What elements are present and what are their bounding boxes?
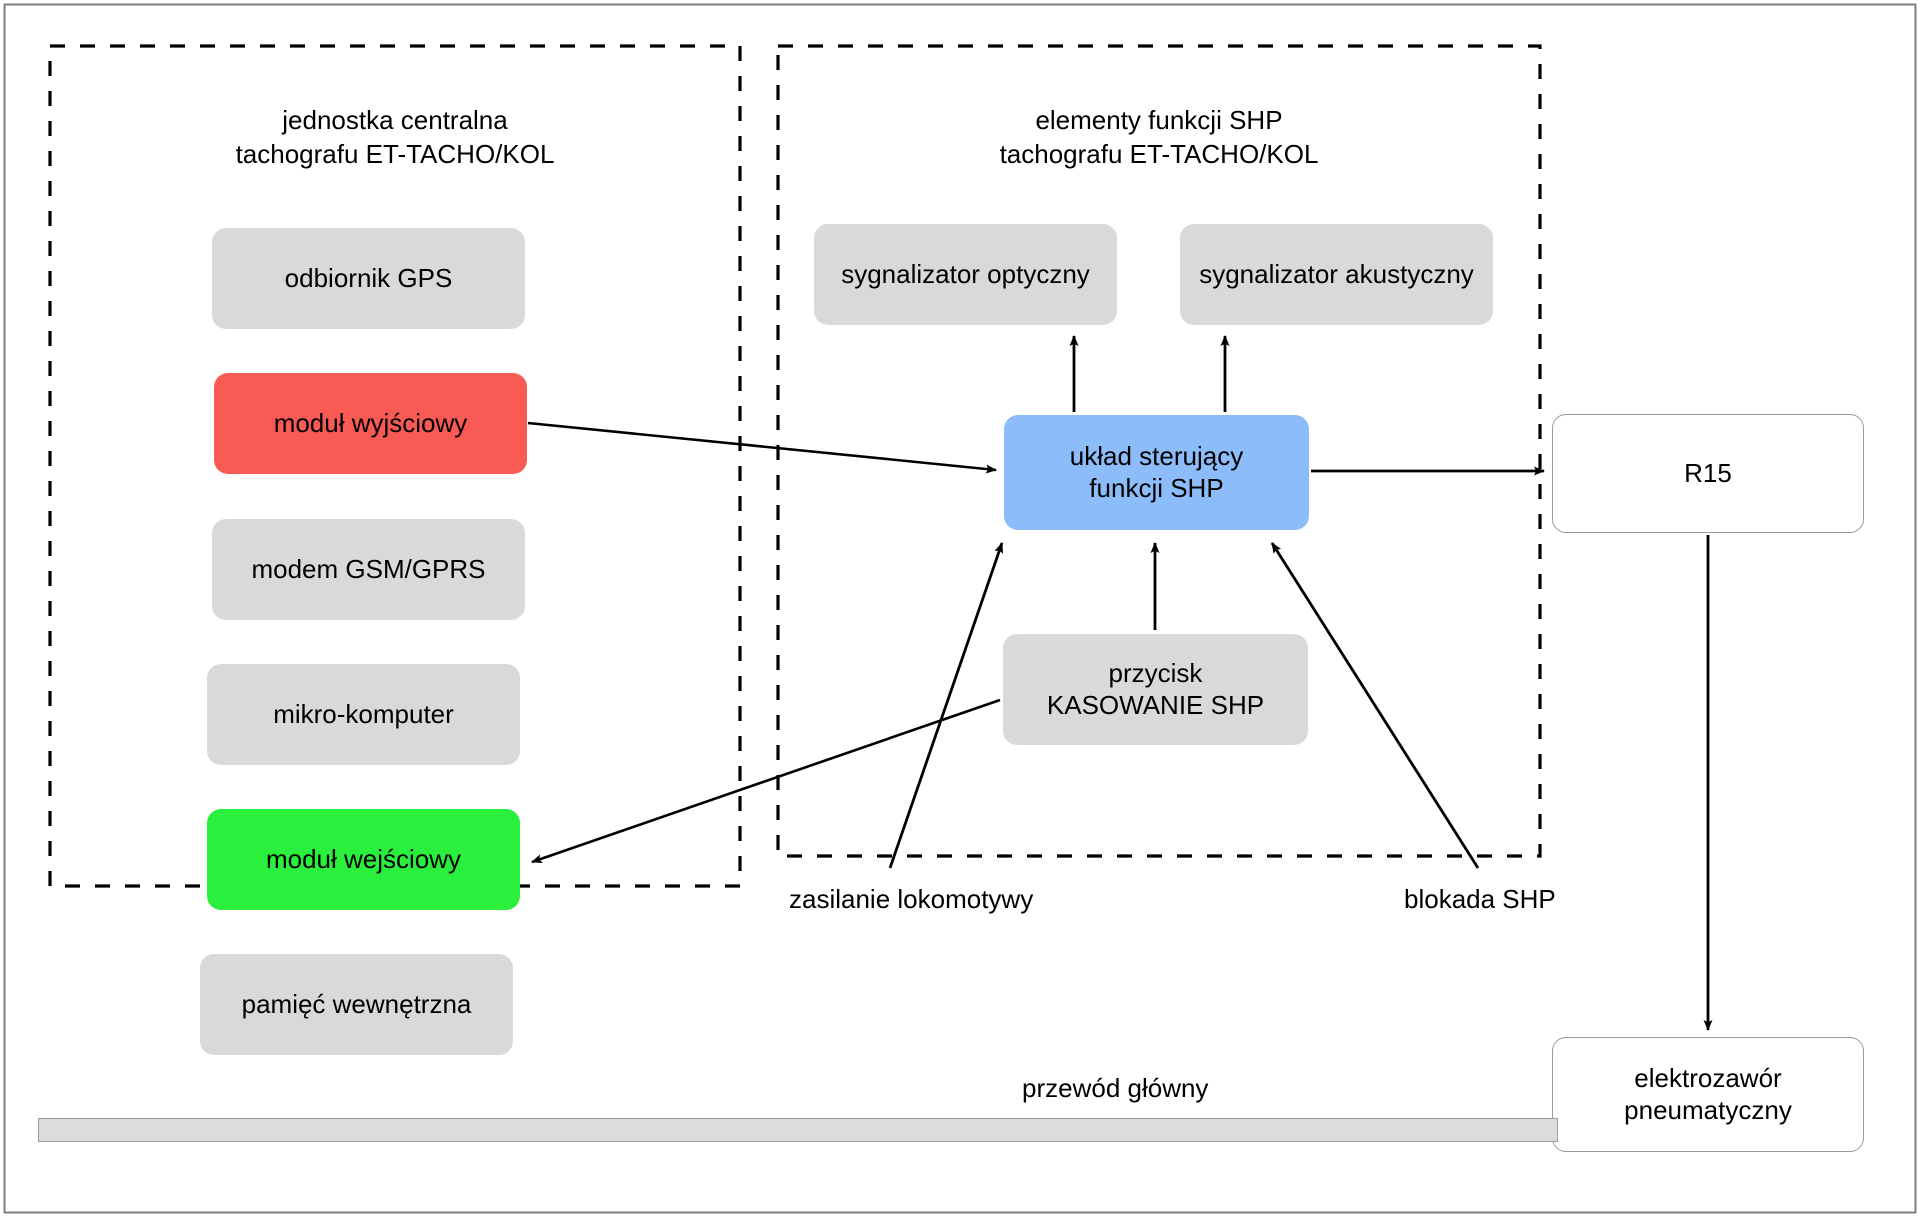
node-sygnalizator-optyczny[interactable]: sygnalizator optyczny [814,224,1117,325]
node-modul-wyjsciowy[interactable]: moduł wyjściowy [214,373,527,474]
node-mikro-komputer[interactable]: mikro-komputer [207,664,520,765]
node-r15[interactable]: R15 [1552,414,1864,533]
node-pamiec-wewnetrzna[interactable]: pamięć wewnętrzna [200,954,513,1055]
node-modem-gsm-gprs[interactable]: modem GSM/GPRS [212,519,525,620]
main-line-bus [38,1118,1558,1142]
group-frame-shp-elements [776,44,1542,858]
node-uklad-sterujacy-shp[interactable]: układ sterujący funkcji SHP [1004,415,1309,530]
group-label-central-unit: jednostka centralna tachografu ET-TACHO/… [235,105,555,169]
connector-out-module-to-control [527,421,997,474]
connector-reset-to-in-module [531,698,1001,864]
connector-power-to-control [888,542,1004,869]
node-odbiornik-gps[interactable]: odbiornik GPS [212,228,525,329]
connector-blockade-to-control [1270,542,1480,869]
node-przycisk-kasowanie-shp[interactable]: przycisk KASOWANIE SHP [1003,634,1308,745]
node-modul-wejsciowy[interactable]: moduł wejściowy [207,809,520,910]
group-label-shp-elements: elementy funkcji SHP tachografu ET-TACHO… [999,105,1319,169]
label-przewod-glowny: przewód główny [1022,1073,1209,1103]
label-blokada-shp: blokada SHP [1404,884,1556,914]
node-elektrozawor-pneumatyczny[interactable]: elektrozawór pneumatyczny [1552,1037,1864,1152]
label-zasilanie-lokomotywy: zasilanie lokomotywy [789,884,1034,914]
page-frame [3,3,1917,1214]
node-sygnalizator-akustyczny[interactable]: sygnalizator akustyczny [1180,224,1493,325]
